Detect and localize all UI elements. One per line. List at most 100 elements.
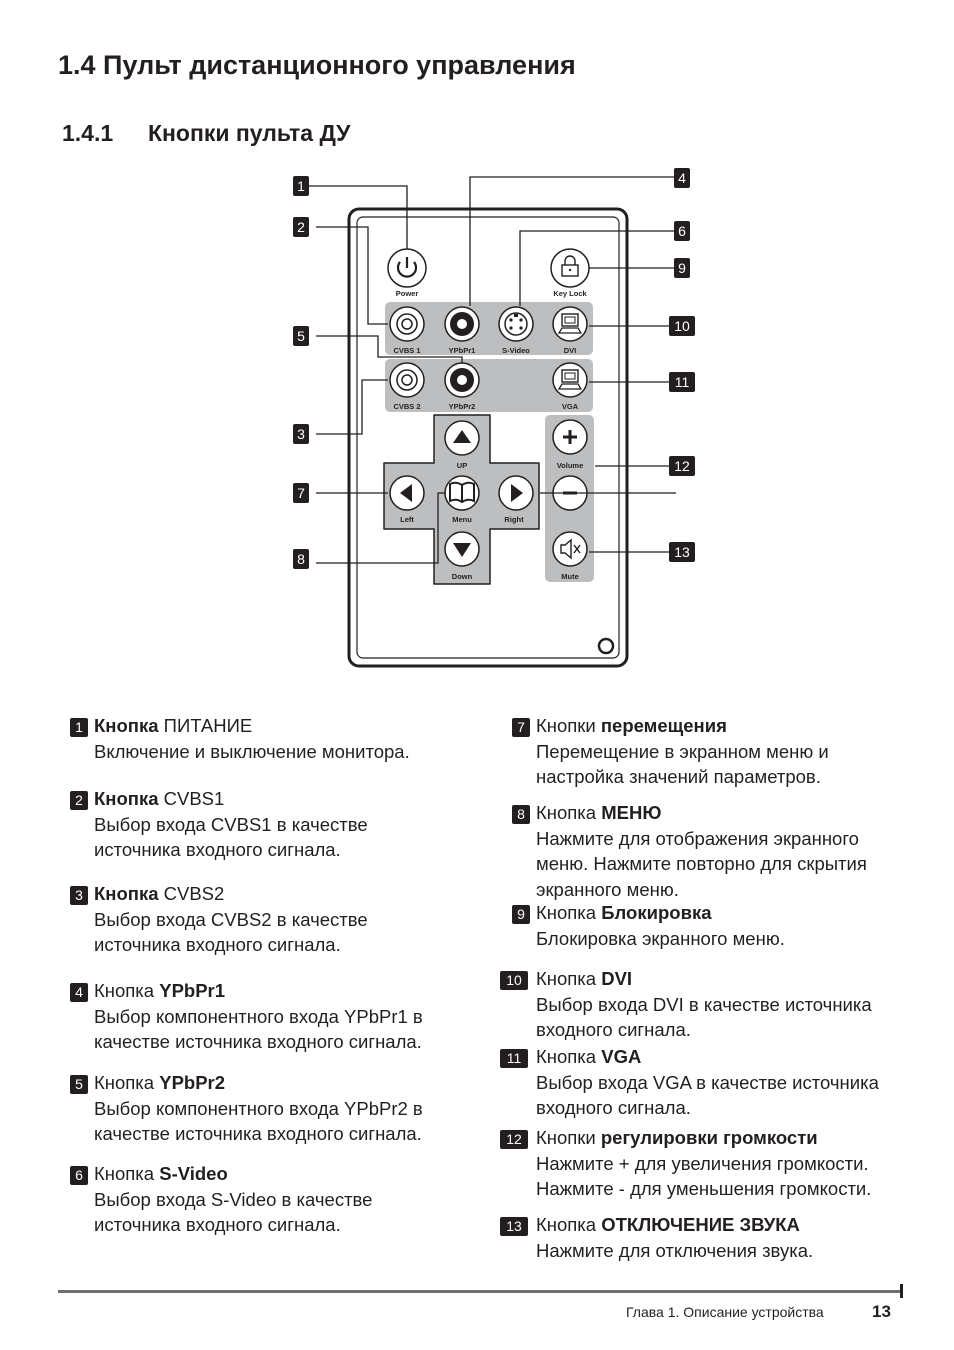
svg-text:7: 7 — [297, 485, 305, 501]
left-label: Left — [400, 515, 414, 524]
svg-text:8: 8 — [297, 551, 305, 567]
item-number-badge: 11 — [500, 1049, 528, 1068]
item-name: ПИТАНИЕ — [163, 715, 253, 736]
description-item-8: 8 Кнопка МЕНЮ Нажмите для отображения экра… — [512, 800, 867, 902]
item-description-line: Нажмите для отключения звука. — [536, 1239, 814, 1261]
remote-ir-window — [597, 637, 615, 655]
down-label: Down — [452, 572, 473, 581]
item-description-line: входного сигнала. — [536, 1019, 691, 1040]
item-description-line: качестве источника входного сигнала. — [94, 1123, 422, 1144]
item-description-line: Включение и выключение монитора. — [94, 740, 410, 762]
right-button — [498, 475, 534, 511]
cvbs2-label: CVBS 2 — [393, 402, 420, 411]
item-name: МЕНЮ — [601, 802, 662, 823]
callout-10: 10 — [669, 316, 695, 336]
item-prefix: Кнопка — [536, 802, 597, 823]
ypbpr1-button — [444, 306, 480, 342]
item-heading: Кнопка Блокировка — [536, 900, 785, 926]
item-name: Блокировка — [601, 902, 712, 923]
callout-6: 6 — [674, 221, 690, 241]
item-number-badge: 6 — [70, 1166, 88, 1185]
item-number-badge: 7 — [512, 718, 530, 737]
item-description-line: экранного меню. — [536, 878, 679, 900]
item-heading: Кнопка ОТКЛЮЧЕНИЕ ЗВУКА — [536, 1212, 813, 1238]
svideo-label: S-Video — [502, 346, 530, 355]
callout-11: 11 — [669, 372, 695, 392]
item-description-line: Нажмите - для уменьшения громкости. — [536, 1178, 872, 1199]
item-number-badge: 10 — [500, 971, 528, 990]
item-description-line: настройка значений параметров. — [536, 766, 821, 787]
svg-text:9: 9 — [678, 260, 686, 276]
vga-button — [552, 362, 588, 398]
item-description-line: источника входного сигнала. — [94, 839, 341, 860]
svg-text:12: 12 — [674, 458, 690, 474]
power-button — [387, 248, 427, 288]
item-description-line: Нажмите + для увеличения громкости. — [536, 1152, 869, 1174]
svg-text:6: 6 — [678, 223, 686, 239]
callout-5: 5 — [293, 326, 309, 346]
item-name: регулировки громкости — [600, 1127, 818, 1148]
item-name: CVBS2 — [163, 883, 225, 904]
item-number-badge: 2 — [70, 791, 88, 810]
svg-text:10: 10 — [674, 318, 690, 334]
menu-label: Menu — [452, 515, 472, 524]
item-description-line: Нажмите для отображения экранного — [536, 827, 859, 849]
item-name: ОТКЛЮЧЕНИЕ ЗВУКА — [601, 1214, 800, 1235]
item-description-line: Выбор входа DVI в качестве источника — [536, 993, 872, 1015]
item-number-badge: 5 — [70, 1075, 88, 1094]
callout-2: 2 — [293, 217, 309, 237]
item-prefix: Кнопки — [536, 1127, 596, 1148]
callout-12: 12 — [669, 456, 695, 476]
vga-label: VGA — [562, 402, 579, 411]
power-label: Power — [396, 289, 419, 298]
mute-button — [552, 531, 588, 567]
ypbpr2-button — [444, 362, 480, 398]
dvi-button — [552, 306, 588, 342]
item-name: YPbPr2 — [159, 1072, 226, 1093]
item-prefix: Кнопка — [94, 715, 159, 736]
footer-rule-tick — [900, 1284, 903, 1298]
item-number-badge: 3 — [70, 886, 88, 905]
up-label: UP — [457, 461, 467, 470]
item-number-badge: 1 — [70, 718, 88, 737]
leader-lines — [308, 176, 676, 564]
callout-1: 1 — [293, 176, 309, 196]
left-button — [389, 475, 425, 511]
item-prefix: Кнопка — [536, 1046, 597, 1067]
item-description-line: качестве источника входного сигнала. — [94, 1031, 422, 1052]
item-heading: Кнопка DVI — [536, 966, 872, 992]
item-name: YPbPr1 — [159, 980, 226, 1001]
item-heading: Кнопка CVBS1 — [94, 786, 368, 812]
footer-chapter: Глава 1. Описание устройства — [626, 1304, 824, 1320]
cvbs1-button — [389, 306, 425, 342]
page-number: 13 — [872, 1302, 891, 1321]
item-heading: Кнопка CVBS2 — [94, 881, 368, 907]
svideo-button — [498, 306, 534, 342]
item-heading: Кнопка VGA — [536, 1044, 879, 1070]
mute-label: Mute — [561, 572, 579, 581]
item-number-badge: 12 — [500, 1130, 528, 1149]
key-lock-button — [550, 248, 590, 288]
item-description-line: источника входного сигнала. — [94, 1214, 341, 1235]
svg-text:1: 1 — [297, 178, 305, 194]
item-prefix: Кнопка — [536, 902, 597, 923]
item-name: DVI — [601, 968, 633, 989]
section-title: Кнопки пульта ДУ — [148, 120, 351, 146]
volume-label: Volume — [557, 461, 584, 470]
item-name: S-Video — [159, 1163, 228, 1184]
item-prefix: Кнопка — [94, 883, 159, 904]
input-panel-row2 — [385, 359, 593, 412]
item-heading: Кнопка YPbPr1 — [94, 978, 423, 1004]
item-description-line: Выбор компонентного входа YPbPr1 в — [94, 1005, 423, 1027]
item-heading: Кнопка YPbPr2 — [94, 1070, 423, 1096]
callout-13: 13 — [669, 542, 695, 562]
item-prefix: Кнопка — [94, 980, 155, 1001]
item-description-line: Блокировка экранного меню. — [536, 927, 785, 949]
item-number-badge: 8 — [512, 805, 530, 824]
